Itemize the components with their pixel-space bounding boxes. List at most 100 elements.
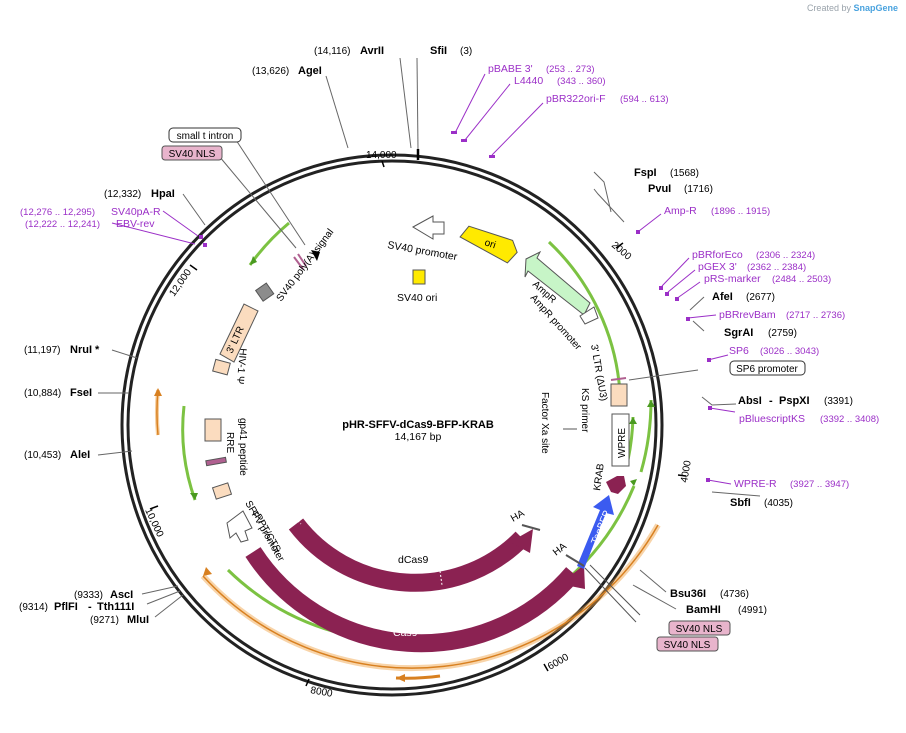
primer-pbrrevbam-pos: (2717 .. 2736) [786, 310, 845, 321]
site-fsei-name[interactable]: FseI [70, 387, 92, 399]
ha1-mark [521, 524, 541, 531]
cas9-orange-arc [202, 524, 659, 669]
site-nrui-name[interactable]: NruI * [70, 344, 100, 356]
site-avrii-pos: (14,116) [314, 46, 351, 57]
dcas9-label: dCas9 [398, 554, 429, 566]
tagbfp-arrow[interactable] [577, 495, 614, 569]
site-fsei-pos: (10,884) [24, 388, 61, 399]
primer-l4440-name[interactable]: L4440 [514, 75, 543, 87]
tick-6000 [543, 663, 549, 672]
ks-primer-label: KS primer [579, 388, 590, 433]
site-nrui-pos: (11,197) [24, 345, 61, 356]
tick-14000 [381, 160, 385, 168]
site-hpai-pos: (12,332) [104, 189, 141, 200]
tick-label-4000: 4000 [679, 459, 694, 483]
site-agei-name[interactable]: AgeI [298, 65, 322, 77]
sv40-nls-right1-box[interactable] [668, 620, 731, 636]
site-pvui-name[interactable]: PvuI [648, 183, 671, 195]
primer-pbluescriptks-pos: (3392 .. 3408) [820, 414, 879, 425]
rre-box[interactable] [204, 418, 222, 442]
primer-pbr322ori-name[interactable]: pBR322ori-F [546, 93, 606, 105]
primer-ebv-rev-pos: (12,222 .. 12,241) [25, 219, 100, 230]
polya-bar-2 [297, 253, 307, 267]
primer-sv40pa-r-name[interactable]: SV40pA-R [111, 206, 161, 218]
tick-8000 [305, 678, 310, 687]
site-tth111i-name[interactable]: Tth111I [97, 601, 134, 613]
primer-wpre-r-name[interactable]: WPRE-R [734, 478, 777, 490]
sv40-promoter-label: SV40 promoter [386, 239, 458, 263]
plasmid-name: pHR-SFFV-dCas9-BFP-KRAB [342, 419, 494, 431]
site-sgrai-name[interactable]: SgrAI [724, 327, 753, 339]
site-pflfi-name[interactable]: PflFI [54, 601, 78, 613]
primer-ampr-name[interactable]: Amp-R [664, 205, 697, 217]
wpre-box[interactable] [611, 413, 630, 467]
ampr-promoter-box[interactable] [579, 306, 599, 325]
site-pspxi-name[interactable]: PspXI [779, 395, 810, 407]
ltr3-du3-label: 3' LTR (ΔU3) [588, 344, 609, 402]
site-leaders [97, 57, 761, 618]
tick-label-2000: 2000 [609, 240, 633, 263]
ha1-label: HA [509, 508, 527, 525]
site-avrii-name[interactable]: AvrII [360, 45, 384, 57]
sv40-nls-left-label: SV40 NLS [169, 149, 216, 160]
primer-prs-marker-name[interactable]: pRS-marker [704, 273, 761, 285]
gp41-box[interactable] [205, 456, 227, 467]
sv40-ori-box[interactable] [412, 269, 426, 285]
site-agei-pos: (13,626) [252, 66, 289, 77]
gray-feature-box[interactable] [254, 282, 275, 302]
site-bamhi-name[interactable]: BamHI [686, 604, 721, 616]
small-t-intron-label: small t intron [177, 131, 234, 142]
site-mlui-name[interactable]: MluI [127, 614, 149, 626]
arrowhead [203, 567, 212, 576]
ampr-arrow[interactable] [524, 250, 591, 316]
site-pspxi-pos: (3391) [824, 396, 853, 407]
primer-ebv-rev-name[interactable]: EBV-rev [116, 218, 155, 230]
site-tth111i-dash: - [88, 601, 92, 613]
nls-leader [589, 564, 641, 616]
arrowhead [250, 256, 257, 265]
ori-arrow[interactable] [457, 225, 520, 265]
ks-primer-bar [610, 377, 627, 381]
site-sfii-name[interactable]: SfiI [430, 45, 447, 57]
site-bamhi-pos: (4991) [738, 605, 767, 616]
cppt-box[interactable] [211, 482, 233, 500]
site-alei-name[interactable]: AleI [70, 449, 90, 461]
site-asci-name[interactable]: AscI [110, 589, 133, 601]
site-sbfi-pos: (4035) [764, 498, 793, 509]
hiv-psi-box[interactable] [212, 358, 231, 376]
primer-pbrforeco-name[interactable]: pBRforEco [692, 249, 743, 261]
primer-pgex3-name[interactable]: pGEX 3' [698, 261, 737, 273]
cas9-arrow[interactable] [245, 547, 580, 653]
primer-sp6-name[interactable]: SP6 [729, 345, 749, 357]
rre-label: RRE [224, 432, 235, 453]
site-fspi-name[interactable]: FspI [634, 167, 657, 179]
site-absi-name[interactable]: AbsI [738, 395, 762, 407]
ltr3-du3-box[interactable] [610, 383, 628, 407]
hiv-psi-label: HIV-1 Ψ [234, 348, 248, 385]
krab-arrow[interactable] [606, 476, 626, 494]
small-t-intron-box[interactable] [168, 127, 242, 143]
sv40-promoter-arrow[interactable] [411, 215, 445, 240]
backbone-inner [126, 159, 658, 691]
sffv-promoter-arrow[interactable] [226, 510, 253, 543]
site-afei-name[interactable]: AfeI [712, 291, 733, 303]
site-sbfi-name[interactable]: SbfI [730, 497, 751, 509]
polya-bar [293, 256, 304, 270]
sv40-nls-right2-box[interactable] [656, 636, 719, 652]
ltr3-box[interactable] [219, 303, 259, 363]
sv40-nls-right2-label: SV40 NLS [664, 640, 711, 651]
primer-pbrrevbam-name[interactable]: pBRrevBam [719, 309, 776, 321]
site-bsu36i-name[interactable]: Bsu36I [670, 588, 706, 600]
sp6-promoter-box[interactable] [729, 360, 806, 376]
primer-ampr-pos: (1896 .. 1915) [711, 206, 770, 217]
primer-markers [199, 131, 712, 482]
primer-pbluescriptks-name[interactable]: pBluescriptKS [739, 413, 805, 425]
left-green-arc [181, 405, 197, 501]
primer-pbabe3-name[interactable]: pBABE 3' [488, 63, 533, 75]
dcas9-arrow[interactable] [288, 518, 529, 592]
primer-leaders [111, 73, 736, 485]
sv40-nls-left-box[interactable] [161, 145, 223, 161]
tick-12000 [189, 264, 198, 271]
site-hpai-name[interactable]: HpaI [151, 188, 175, 200]
wpre-green-arc [639, 399, 653, 473]
